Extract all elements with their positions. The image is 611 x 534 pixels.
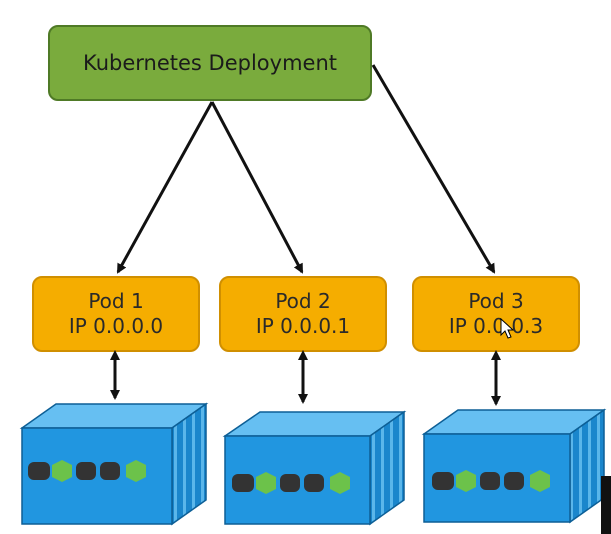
deployment-label: Kubernetes Deployment <box>83 51 337 75</box>
container-1 <box>19 402 209 526</box>
arrow-deployment-to-pod-1 <box>116 101 214 274</box>
pod-2-ip: IP 0.0.0.1 <box>255 314 351 338</box>
edge-dark-bar <box>601 476 611 534</box>
pod-3-name: Pod 3 <box>468 289 524 313</box>
container-2 <box>222 410 407 526</box>
pod-2-name: Pod 2 <box>275 289 331 313</box>
node-logo-icon <box>232 472 350 494</box>
node-logo-icon <box>28 460 146 482</box>
pod-1-name: Pod 1 <box>88 289 144 313</box>
pod-1-ip: IP 0.0.0.0 <box>68 314 164 338</box>
arrow-deployment-to-pod-2 <box>210 101 304 274</box>
arrow-deployment-to-pod-3 <box>371 64 496 274</box>
node-logo-icon <box>432 470 550 492</box>
pod-3-ip: IP 0.0.0.3 <box>448 314 544 338</box>
kubernetes-deployment-box: Kubernetes Deployment <box>48 25 372 101</box>
pod-3-box: Pod 3 IP 0.0.0.3 <box>412 276 580 352</box>
mouse-cursor-icon <box>500 318 515 339</box>
container-3 <box>421 408 607 524</box>
